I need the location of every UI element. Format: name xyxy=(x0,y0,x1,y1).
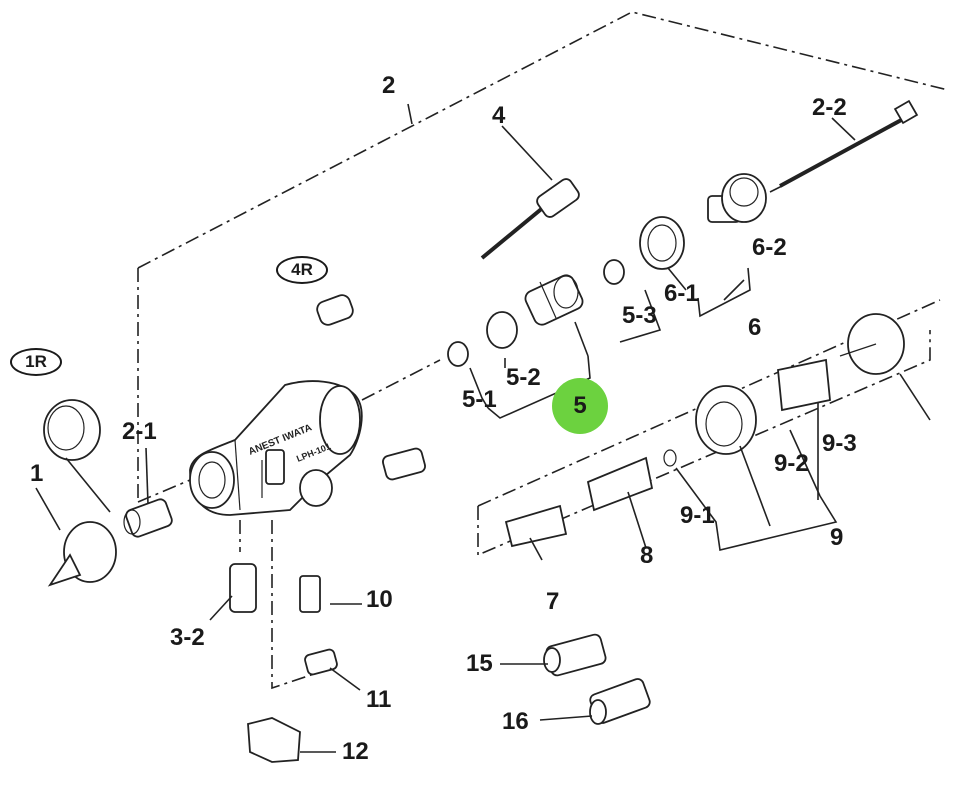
label-5-highlighted[interactable]: 5 xyxy=(552,378,608,434)
part-fitting xyxy=(382,447,426,481)
part-5-3-o-ring xyxy=(603,259,625,285)
label-5-1: 5-1 xyxy=(462,386,497,413)
label-15: 15 xyxy=(466,650,493,677)
part-15-fitting xyxy=(543,633,607,677)
label-9: 9 xyxy=(830,524,844,551)
part-10-screw xyxy=(299,575,321,613)
label-6-1: 6-1 xyxy=(664,280,699,307)
label-10: 10 xyxy=(366,586,393,613)
label-5-3: 5-3 xyxy=(622,302,657,329)
label-7: 7 xyxy=(546,588,560,615)
label-12: 12 xyxy=(342,738,369,765)
part-8-spring xyxy=(586,456,654,512)
gun-body xyxy=(189,380,363,516)
part-9-spreader-valve xyxy=(663,313,905,467)
part-7-spring xyxy=(504,504,568,548)
label-6-2: 6-2 xyxy=(752,234,787,261)
label-4: 4 xyxy=(492,102,506,129)
label-6: 6 xyxy=(748,314,762,341)
label-11: 11 xyxy=(366,686,392,713)
label-9-1: 9-1 xyxy=(680,502,715,529)
part-11-plug xyxy=(304,648,338,676)
part-3-2-fitting xyxy=(229,563,257,613)
label-3-2: 3-2 xyxy=(170,624,205,651)
part-6-2-needle-guide xyxy=(707,173,767,223)
label-2-2: 2-2 xyxy=(812,94,847,121)
part-5-2-o-ring xyxy=(486,311,518,349)
part-16-fitting xyxy=(589,678,651,725)
label-2-1: 2-1 xyxy=(122,418,157,445)
part-2-1-nozzle xyxy=(123,498,173,538)
label-4r: 4R xyxy=(276,256,328,284)
part-4-adjusting-needle xyxy=(480,178,580,260)
label-9-3: 9-3 xyxy=(822,430,857,457)
part-5-1-o-ring xyxy=(447,341,469,367)
label-1r: 1R xyxy=(10,348,62,376)
part-2-2-needle xyxy=(769,99,919,193)
part-1r-air-cap xyxy=(43,399,101,461)
part-4r-knob xyxy=(316,294,354,326)
part-1-air-cap xyxy=(47,521,117,587)
part-5-air-valve xyxy=(524,274,584,326)
label-2: 2 xyxy=(382,72,396,99)
label-9-2: 9-2 xyxy=(774,450,809,477)
label-5-2: 5-2 xyxy=(506,364,541,391)
label-16: 16 xyxy=(502,708,529,735)
part-6-1-packing xyxy=(639,216,685,270)
label-1: 1 xyxy=(30,460,44,487)
part-12-clip xyxy=(247,717,301,763)
leader-lines xyxy=(35,103,931,753)
label-8: 8 xyxy=(640,542,654,569)
